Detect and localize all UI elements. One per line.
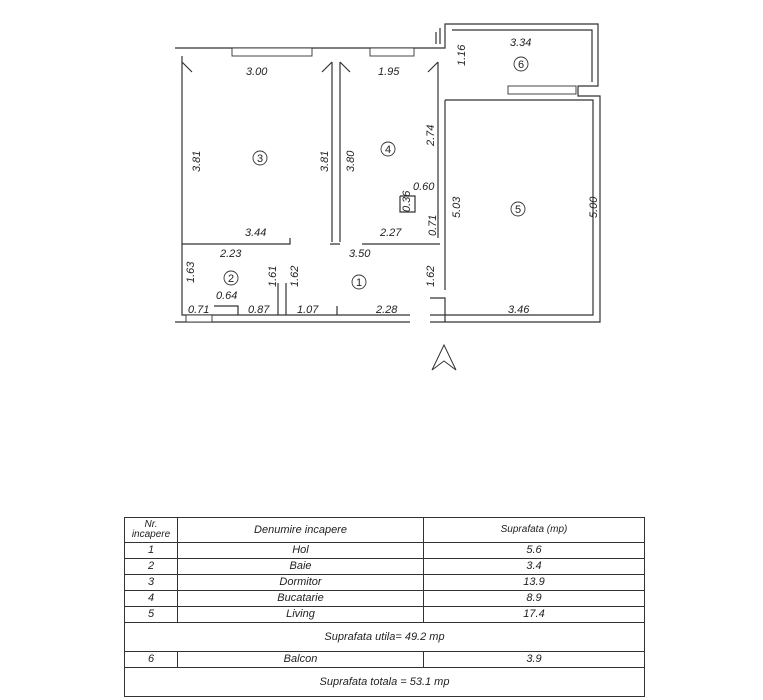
dimension-label: 1.63 [185, 261, 197, 283]
dimension-label: 3.80 [345, 150, 357, 172]
room-name: Hol [177, 542, 424, 559]
room-marker-1: 1 [351, 274, 367, 290]
room-marker-4: 4 [380, 141, 396, 157]
window-kitchen [369, 47, 415, 57]
room-number: 2 [124, 558, 178, 575]
dimension-label: 1.62 [425, 266, 437, 287]
room-area: 5.6 [423, 542, 645, 559]
table-row: 6 Balcon 3.9 [124, 651, 645, 668]
dimension-label: 0.71 [427, 215, 439, 236]
header-room-name: Denumire incapere [177, 517, 424, 543]
total-area: Suprafata totala = 53.1 mp [124, 667, 645, 697]
table-row: 3 Dormitor 13.9 [124, 574, 645, 591]
room-name: Baie [177, 558, 424, 575]
dimension-label: 3.81 [319, 151, 331, 172]
room-marker-6: 6 [513, 56, 529, 72]
dimension-label: 2.23 [219, 248, 242, 260]
dimension-label: 5.03 [451, 196, 463, 218]
svg-text:4: 4 [385, 144, 391, 156]
room-name: Dormitor [177, 574, 424, 591]
window-bathroom [185, 314, 213, 323]
dimension-label: 3.44 [245, 227, 266, 239]
dimension-label: 3.00 [246, 66, 268, 78]
table-row: 5 Living 17.4 [124, 606, 645, 623]
svg-text:6: 6 [518, 59, 524, 71]
room-number: 5 [124, 606, 178, 623]
dimension-label: 2.74 [425, 125, 437, 147]
useful-area-row: Suprafata utila= 49.2 mp [124, 622, 645, 652]
balcony-railing [435, 28, 441, 44]
dimension-label: 1.62 [289, 266, 301, 287]
room-name: Balcon [177, 651, 424, 668]
table-row: 4 Bucatarie 8.9 [124, 590, 645, 607]
table-header-row: Nr. incapere Denumire incapere Suprafata… [124, 517, 645, 543]
room-name: Living [177, 606, 424, 623]
dimension-label: 0.36 [401, 190, 413, 212]
svg-text:2: 2 [228, 273, 234, 285]
dimension-label: 0.71 [188, 304, 209, 316]
svg-text:1: 1 [356, 277, 362, 289]
exterior-walls-inner [181, 29, 594, 316]
dimension-label: 3.46 [508, 304, 530, 316]
window-bedroom [231, 47, 313, 57]
exterior-walls [175, 23, 601, 323]
room-number: 4 [124, 590, 178, 607]
header-room-number: Nr. incapere [124, 517, 178, 543]
dimension-label: 3.34 [510, 37, 531, 49]
window-living [507, 85, 577, 95]
dimension-label: 2.28 [375, 304, 398, 316]
room-marker-2: 2 [223, 270, 239, 286]
dimension-label: 1.07 [297, 304, 319, 316]
table-row: 2 Baie 3.4 [124, 558, 645, 575]
room-area-table: Nr. incapere Denumire incapere Suprafata… [124, 517, 645, 697]
room-area: 13.9 [423, 574, 645, 591]
room-area: 3.9 [423, 651, 645, 668]
dimension-label: 1.16 [456, 44, 468, 66]
dimension-label: 3.50 [349, 248, 371, 260]
room-area: 8.9 [423, 590, 645, 607]
dimension-label: 0.87 [248, 304, 270, 316]
room-marker-5: 5 [510, 201, 526, 217]
room-area: 3.4 [423, 558, 645, 575]
total-area-row: Suprafata totala = 53.1 mp [124, 667, 645, 697]
north-arrow [431, 343, 457, 371]
room-name: Bucatarie [177, 590, 424, 607]
dimension-label: 5.00 [588, 196, 600, 218]
room-area: 17.4 [423, 606, 645, 623]
floor-plan: 3.00 1.95 3.34 1.16 3.81 3.81 3.80 2.74 … [175, 23, 601, 371]
dimension-label: 0.64 [216, 290, 237, 302]
room-number: 3 [124, 574, 178, 591]
table-row: 1 Hol 5.6 [124, 542, 645, 559]
room-number: 6 [124, 651, 178, 668]
useful-area-total: Suprafata utila= 49.2 mp [124, 622, 645, 652]
interior-walls [181, 61, 446, 322]
dimension-label: 2.27 [379, 227, 402, 239]
svg-text:3: 3 [257, 153, 263, 165]
svg-text:5: 5 [515, 204, 521, 216]
dimension-label: 3.81 [191, 151, 203, 172]
room-marker-3: 3 [252, 150, 268, 166]
dimension-label: 0.60 [413, 181, 435, 193]
header-area: Suprafata (mp) [423, 517, 645, 543]
room-number: 1 [124, 542, 178, 559]
dimension-label: 1.95 [378, 66, 400, 78]
dimension-label: 1.61 [267, 266, 279, 287]
